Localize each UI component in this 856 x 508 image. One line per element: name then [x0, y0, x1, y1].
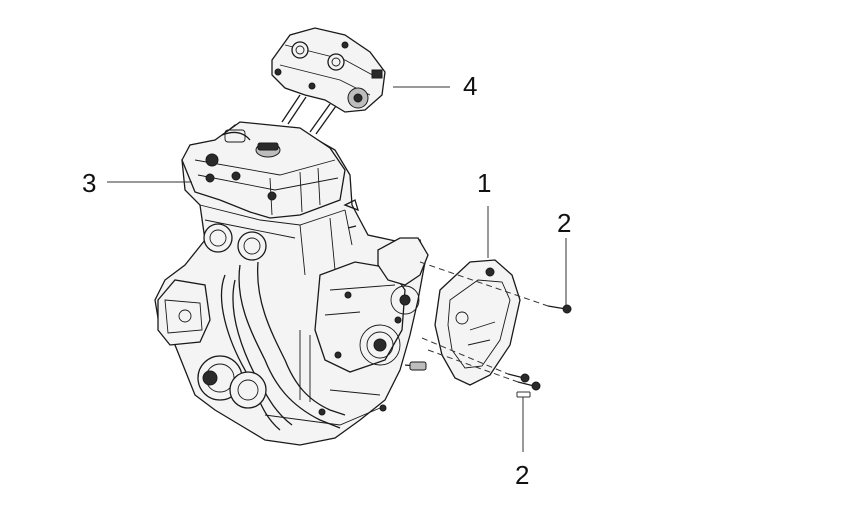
callout-2-lower: 2 — [515, 460, 530, 490]
throttle-body — [271, 27, 386, 135]
callout-1: 1 — [477, 168, 492, 198]
callout-4: 4 — [463, 71, 478, 101]
assembly-lines — [419, 261, 549, 383]
callout-3: 3 — [82, 168, 97, 198]
screws — [507, 304, 572, 391]
sprocket-cover — [434, 259, 521, 386]
engine-assembly — [154, 121, 429, 446]
leader-lines — [107, 86, 567, 452]
callout-2-upper: 2 — [557, 208, 572, 238]
